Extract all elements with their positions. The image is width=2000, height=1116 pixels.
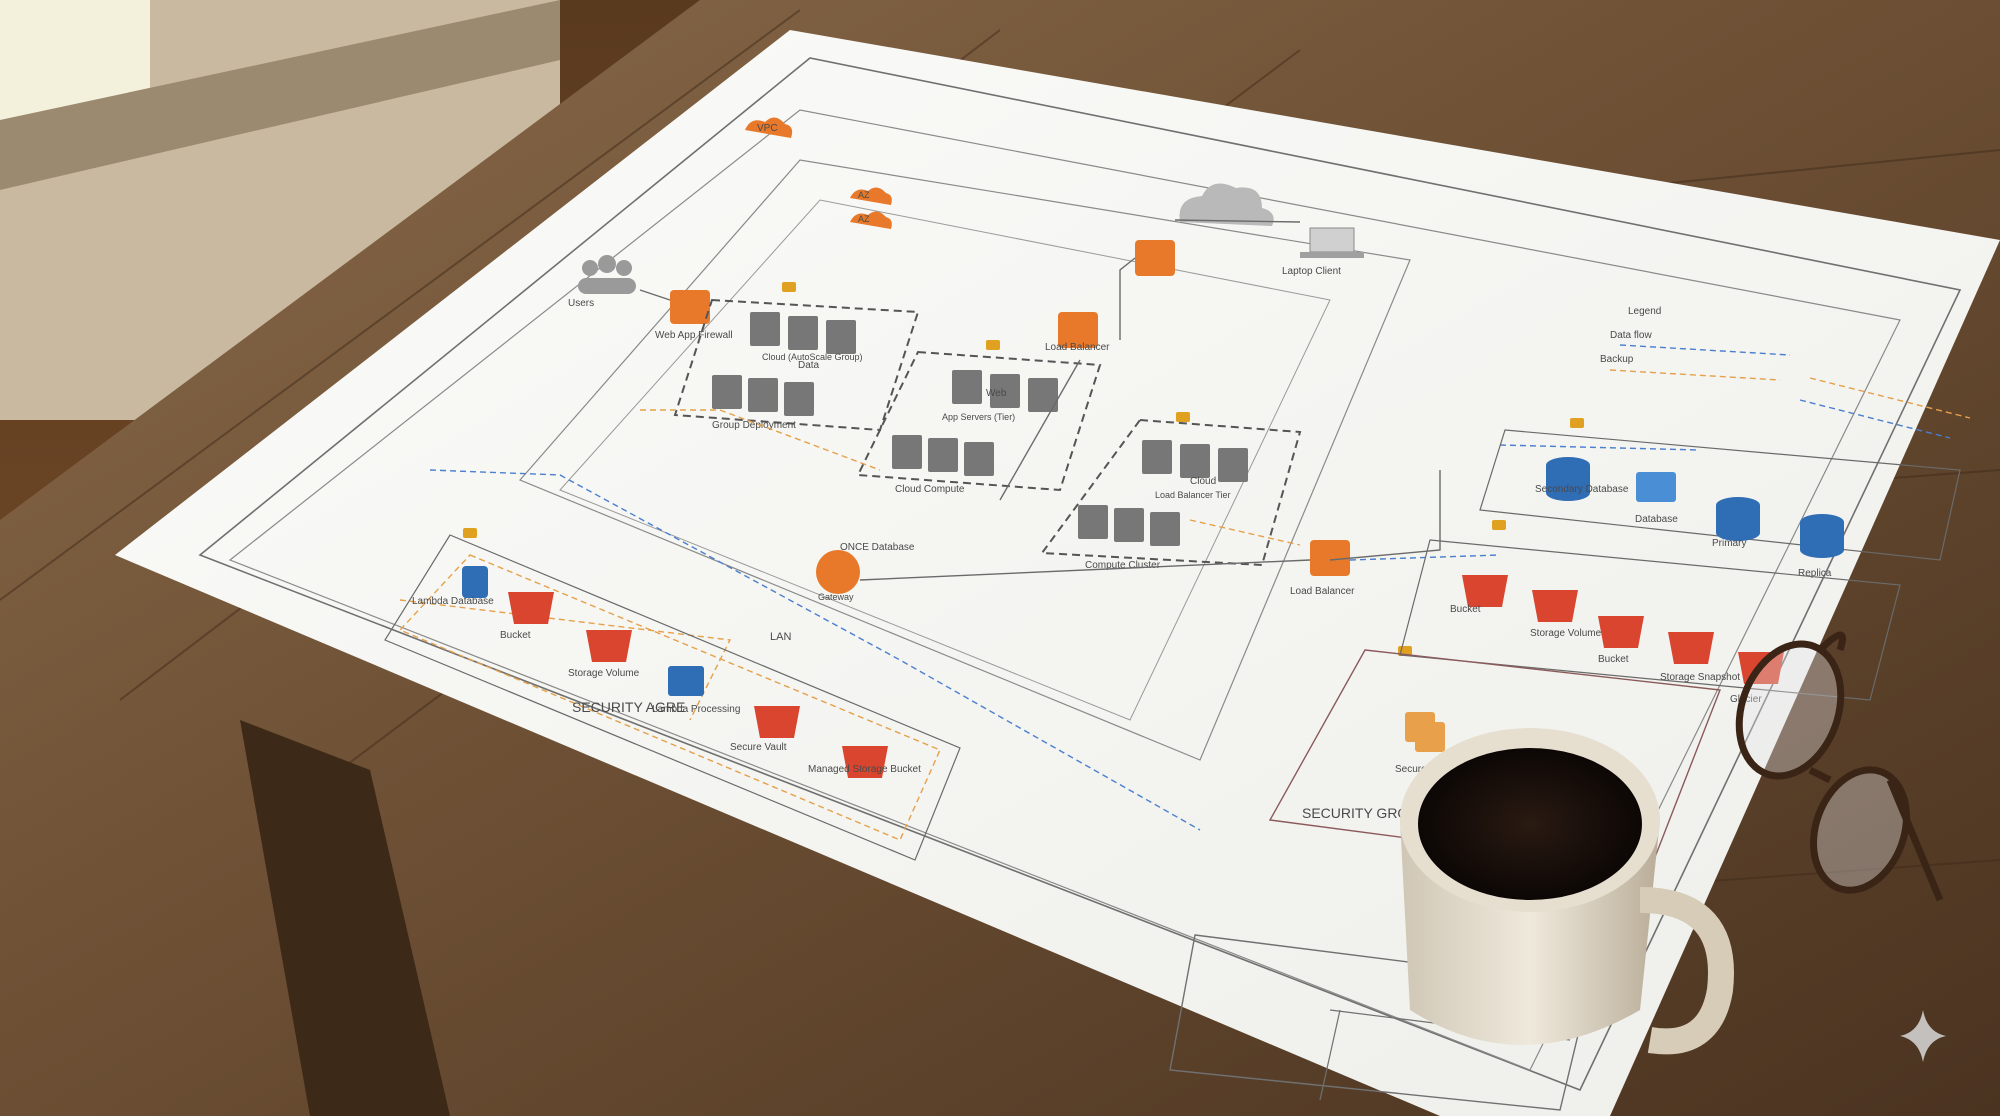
left-item-label-5: Secure Vault (730, 742, 787, 753)
lb-top-label: Load Balancer (1045, 342, 1110, 353)
center-group-label: ONCE Database (840, 542, 915, 553)
cluster-2-subtitle: App Servers (Tier) (942, 412, 1015, 422)
server-icon (712, 312, 856, 416)
cloud-gateway-icon (1135, 240, 1175, 276)
db-label-2: Database (1635, 514, 1678, 525)
lan-label: LAN (770, 631, 791, 643)
left-item-label-3: Storage Volume (568, 668, 640, 679)
legend-item-2: Backup (1600, 354, 1634, 365)
bucket-icon (508, 592, 888, 778)
db-label-3: Primary (1712, 538, 1746, 549)
bucket-label-3: Bucket (1598, 654, 1629, 665)
legend-title: Legend (1628, 306, 1661, 317)
legend-item-1: Data flow (1610, 330, 1652, 341)
cluster-2-frame (856, 350, 1102, 492)
left-item-label-4: Lambda Processing (652, 704, 740, 715)
bucket-icon (1462, 575, 1784, 684)
table-leg (240, 720, 450, 1116)
bucket-label-2: Storage Volume (1530, 628, 1602, 639)
gateway-icon (816, 550, 860, 594)
cloud-icon (850, 211, 892, 229)
cluster-2-title: Web (986, 388, 1007, 399)
cluster-1-subtitle: Cloud (AutoScale Group) (762, 352, 863, 362)
cluster-3-frame (1040, 418, 1302, 567)
server-icon (1078, 440, 1248, 546)
coffee (1418, 748, 1642, 900)
cluster-3-subtitle: Load Balancer Tier (1155, 490, 1231, 500)
gateway-label: Gateway (818, 592, 854, 602)
left-item-label-1: Lambda Database (412, 596, 494, 607)
az-label-1: AZ (858, 190, 870, 200)
web-firewall-icon (670, 290, 710, 324)
load-balancer-icon (1310, 540, 1350, 576)
legend: Legend Data flow Backup (1600, 306, 1971, 439)
cloud-icon (1179, 183, 1274, 226)
secure-storage-icon (1405, 712, 1445, 752)
cloud-icon (745, 117, 793, 138)
cluster-1-footer: Group Deployment (712, 420, 796, 431)
architecture-diagram: VPC AZ AZ Users Web App Firewall Laptop … (198, 57, 1971, 1111)
left-item-label-6: Managed Storage Bucket (808, 764, 921, 775)
coffee-mug (1400, 728, 1734, 1055)
vpc-label: VPC (757, 123, 778, 134)
users-label: Users (568, 298, 594, 309)
cluster-2-footer: Cloud Compute (895, 484, 965, 495)
database-icon (1800, 514, 1844, 558)
cluster-1-title: Data (798, 360, 820, 371)
cluster-3-footer: Compute Cluster (1085, 560, 1161, 571)
bucket-label-4: Storage Snapshot (1660, 672, 1740, 683)
db-label-4: Replica (1798, 568, 1832, 579)
lock-icon (463, 282, 1584, 656)
lb-right-label: Load Balancer (1290, 586, 1355, 597)
load-balancer-icon (1058, 312, 1098, 348)
security-group-left-frame (384, 534, 961, 861)
bucket-row: Bucket Storage Volume Bucket Storage Sna… (1399, 539, 1901, 705)
lambda-database-icon (462, 566, 488, 598)
db-label-1: Secondary Database (1535, 484, 1629, 495)
database-icon (1546, 457, 1590, 501)
database-row: Secondary Database Database Primary Repl… (1479, 429, 1961, 579)
database-icon (1716, 497, 1760, 541)
security-group-left-label: SECURITY AGRE (572, 699, 685, 715)
laptop-icon (1300, 227, 1364, 258)
az-label-2: AZ (858, 214, 870, 224)
security-group-right-label: SECURITY GROUP (1302, 805, 1428, 821)
outer-frame (198, 57, 1962, 1092)
database-icon (1636, 472, 1676, 502)
eyeglasses (1735, 631, 1944, 902)
cluster-3-title: Cloud (1190, 476, 1216, 487)
bucket-label-1: Bucket (1450, 604, 1481, 615)
laptop-label: Laptop Client (1282, 266, 1341, 277)
server-icon (892, 370, 1058, 476)
users-icon (578, 255, 636, 294)
sparkle-icon (1900, 1010, 1946, 1062)
lambda-processing-icon (668, 666, 704, 696)
web-firewall-label: Web App Firewall (655, 330, 733, 341)
cloud-icon (850, 187, 892, 205)
left-item-label-2: Bucket (500, 630, 531, 641)
